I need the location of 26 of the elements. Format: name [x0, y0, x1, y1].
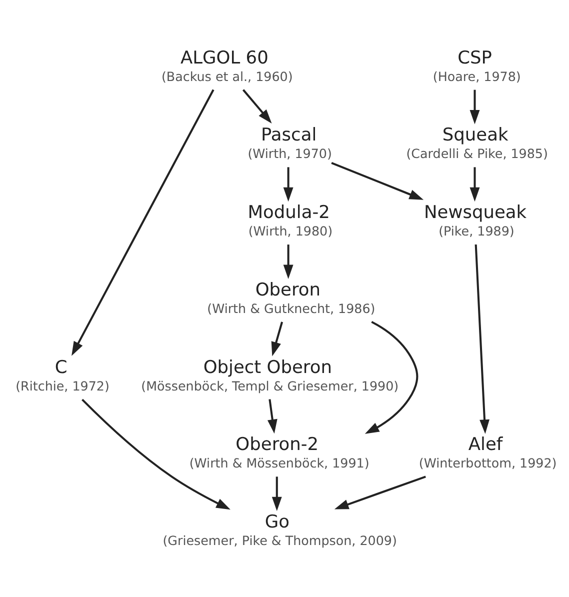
arrow	[474, 244, 490, 434]
node-text: Object Oberon (Mössenböck, Templ & Griesemer, 1990)	[141, 357, 399, 393]
node-text: Alef (Winterbottom, 1992)	[418, 434, 557, 470]
arrow	[72, 88, 214, 356]
node-text: Squeak (Cardelli & Pike, 1985)	[406, 125, 548, 161]
node-text: Go (Griesemer, Pike & Thompson, 2009)	[162, 512, 397, 548]
arrow	[242, 88, 272, 123]
node-text: CSP (Hoare, 1978)	[432, 48, 521, 84]
node-text: C (Ritchie, 1972)	[16, 357, 110, 393]
arrow	[334, 475, 426, 509]
arrow	[267, 398, 278, 434]
arrow	[283, 166, 294, 202]
arrow	[283, 244, 294, 278]
node-text: ALGOL 60 (Backus et al., 1960)	[161, 48, 293, 84]
node-text: Newsqueak (Pike, 1989)	[424, 202, 527, 238]
arrow	[470, 166, 480, 202]
node-text: Oberon (Wirth & Gutknecht, 1986)	[207, 280, 376, 316]
arrow	[470, 89, 480, 124]
arrow	[271, 321, 284, 356]
arrow	[331, 161, 424, 200]
arrow	[364, 320, 418, 434]
arrow	[272, 476, 282, 511]
node-text: Oberon-2 (Wirth & Mössenböck, 1991)	[189, 434, 370, 470]
node-text: Pascal (Wirth, 1970)	[248, 125, 332, 161]
arrow	[82, 398, 230, 510]
node-text: Modula-2 (Wirth, 1980)	[248, 202, 333, 238]
